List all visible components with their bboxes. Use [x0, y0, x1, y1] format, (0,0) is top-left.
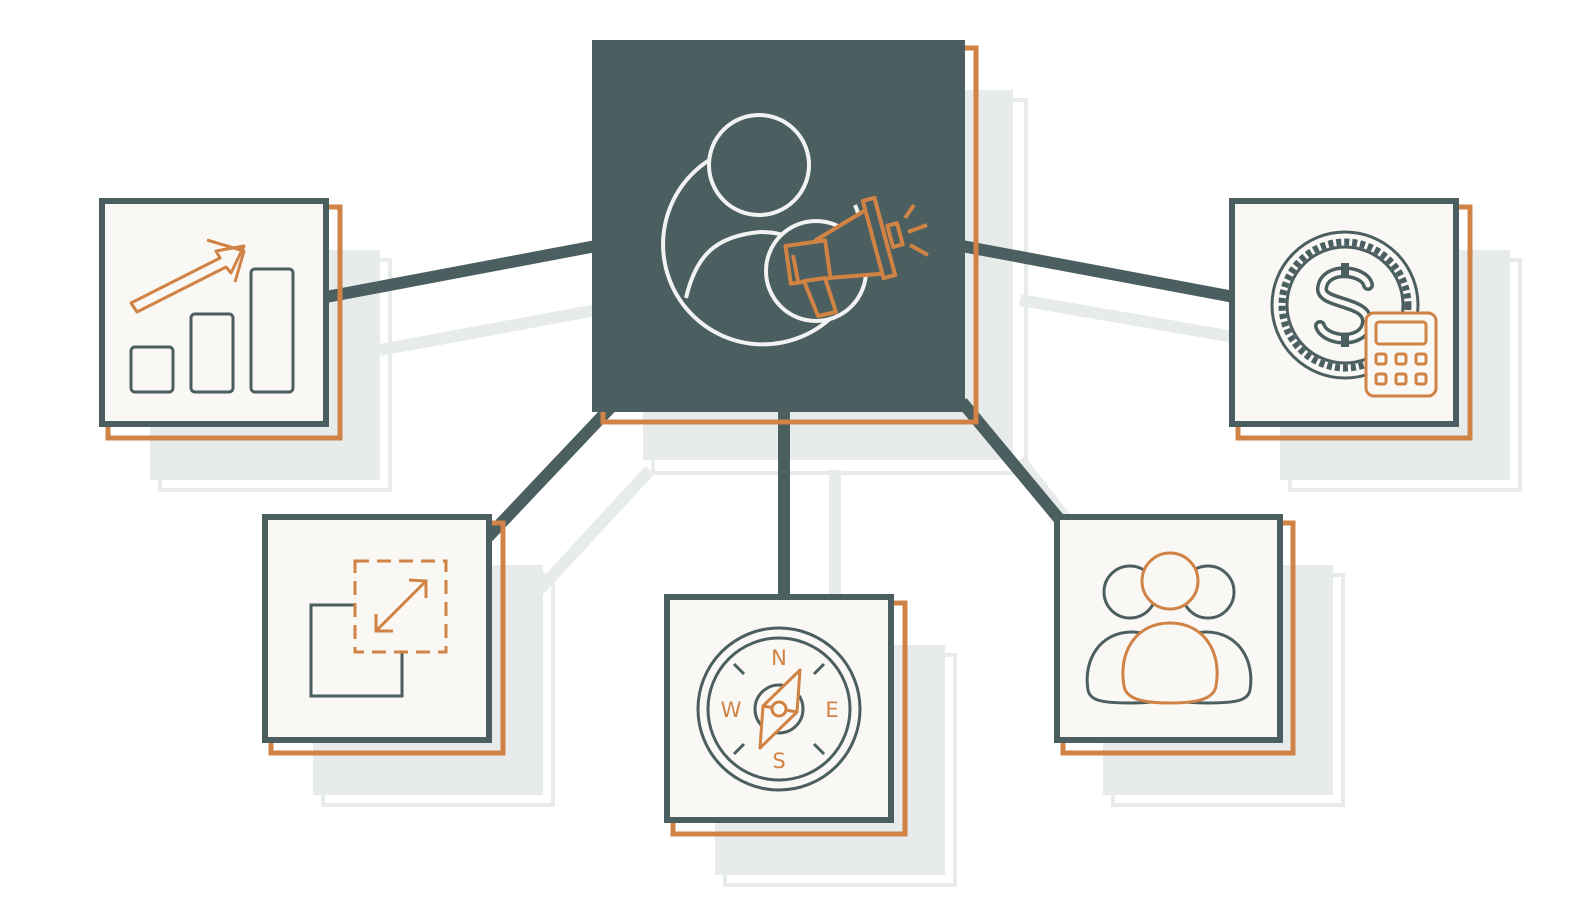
compass-east-label: E	[825, 698, 838, 722]
node-scaling	[262, 514, 506, 756]
node-audience	[1054, 514, 1296, 756]
compass-north-label: N	[771, 646, 787, 670]
budget-calculator-icon	[1270, 230, 1438, 398]
node-budget	[1229, 198, 1473, 441]
customer-marketing-megaphone-icon	[661, 113, 929, 347]
connector-budget	[960, 240, 1236, 303]
scale-expand-icon	[309, 559, 448, 698]
node-growth	[99, 198, 343, 441]
connector-growth	[324, 240, 598, 303]
connectors	[324, 240, 1236, 598]
connector-scaling	[483, 401, 617, 542]
compass-icon: N S W E	[696, 626, 862, 792]
node-direction: N S W E	[664, 594, 908, 837]
hub-block	[592, 40, 979, 425]
compass-south-label: S	[772, 749, 785, 773]
growth-chart-icon	[129, 238, 295, 394]
people-group-icon	[1085, 551, 1253, 705]
compass-west-label: W	[721, 698, 742, 722]
